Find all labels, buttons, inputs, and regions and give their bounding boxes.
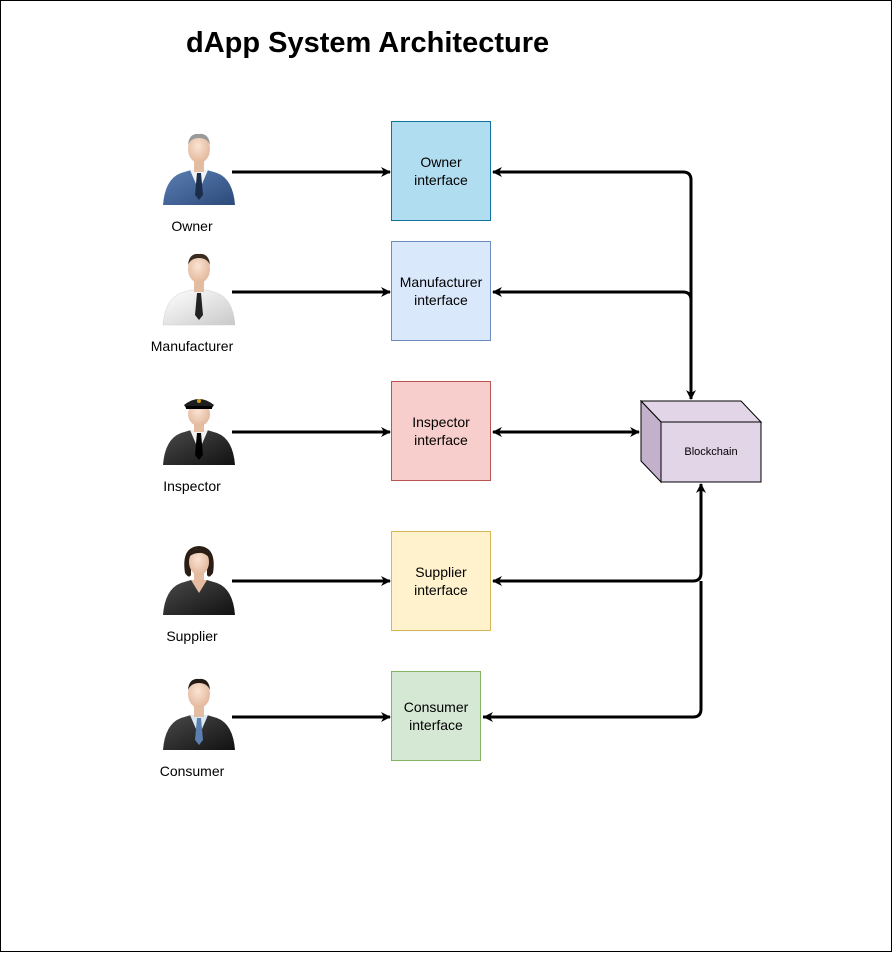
consumer-blockchain-connector <box>483 581 703 719</box>
inspector-interface-box: Inspector interface <box>391 381 491 481</box>
actor-label-inspector: Inspector <box>163 478 221 494</box>
consumer-interface-box: Consumer interface <box>391 671 481 761</box>
actor-label-owner: Owner <box>171 218 213 234</box>
manufacturer-blockchain-connector <box>492 287 693 301</box>
supplier-interface-suffix: interface <box>414 582 468 598</box>
blockchain-cube-icon <box>639 399 763 484</box>
inspector-interface-suffix: interface <box>414 432 468 448</box>
inspector-avatar-icon <box>163 399 235 465</box>
supplier-interface-name: Supplier <box>415 564 467 580</box>
consumer-avatar-icon <box>163 678 235 750</box>
manufacturer-interface-box: Manufacturer interface <box>391 241 491 341</box>
supplier-interface-box: Supplier interface <box>391 531 491 631</box>
actor-label-supplier: Supplier <box>166 628 218 644</box>
owner-interface-name: Owner <box>420 154 462 170</box>
owner-interface-suffix: interface <box>414 172 468 188</box>
consumer-interface-suffix: interface <box>409 717 463 733</box>
owner-interface-box: Owner interface <box>391 121 491 221</box>
supplier-blockchain-connector <box>492 483 706 586</box>
actor-label-consumer: Consumer <box>159 763 225 779</box>
diagram-title: dApp System Architecture <box>186 27 550 59</box>
owner-avatar-icon <box>163 133 235 205</box>
blockchain-label: Blockchain <box>684 446 738 458</box>
inspector-interface-name: Inspector <box>412 414 470 430</box>
manufacturer-avatar-icon <box>162 253 236 326</box>
owner-blockchain-connector <box>492 167 696 400</box>
manufacturer-interface-name: Manufacturer <box>399 274 483 290</box>
supplier-avatar-icon <box>163 546 235 615</box>
consumer-arrowhead <box>483 712 493 722</box>
consumer-interface-name: Consumer <box>403 699 469 715</box>
actor-label-manufacturer: Manufacturer <box>150 338 234 354</box>
manufacturer-interface-suffix: interface <box>414 292 468 308</box>
